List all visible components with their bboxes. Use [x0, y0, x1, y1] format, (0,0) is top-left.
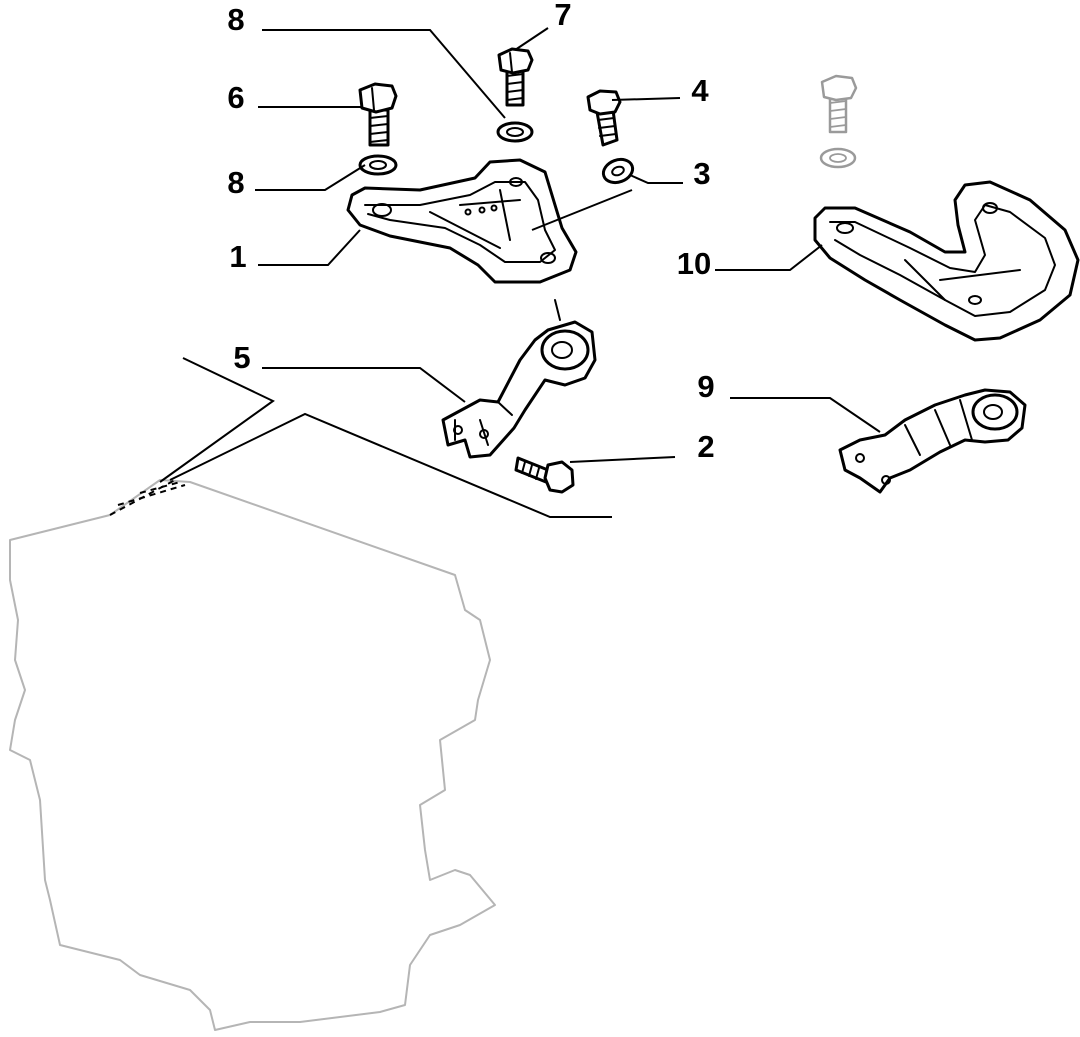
callout-8-top: 8 — [227, 2, 244, 37]
engine-pointer-lines — [159, 357, 612, 518]
callout-4: 4 — [691, 73, 709, 108]
callout-5: 5 — [233, 340, 250, 375]
torque-rod-5 — [441, 299, 597, 459]
engine-block-outline — [9, 479, 496, 1031]
bolt-6 — [358, 82, 398, 147]
washer-8-center — [496, 121, 534, 143]
bolt-4 — [586, 89, 622, 147]
leader-lines — [255, 27, 881, 463]
ghost-bolt-washer — [819, 74, 858, 169]
callout-9: 9 — [697, 369, 714, 404]
callout-2: 2 — [697, 429, 714, 464]
callout-3: 3 — [693, 156, 710, 191]
washer-3 — [601, 157, 635, 185]
flange-bolt-2 — [514, 456, 575, 494]
callout-10: 10 — [677, 246, 711, 281]
engine-mount-bracket-1 — [346, 158, 578, 284]
callout-6: 6 — [227, 80, 244, 115]
callout-7: 7 — [554, 0, 571, 32]
bolt-7 — [497, 47, 534, 107]
callout-8-left: 8 — [227, 165, 244, 200]
washer-8-left — [358, 154, 398, 176]
mount-bracket-10 — [813, 180, 1080, 342]
callout-labels: 8 7 6 4 8 3 1 10 5 9 2 — [227, 0, 714, 464]
torque-rod-9 — [838, 388, 1027, 494]
callout-1: 1 — [229, 239, 246, 274]
